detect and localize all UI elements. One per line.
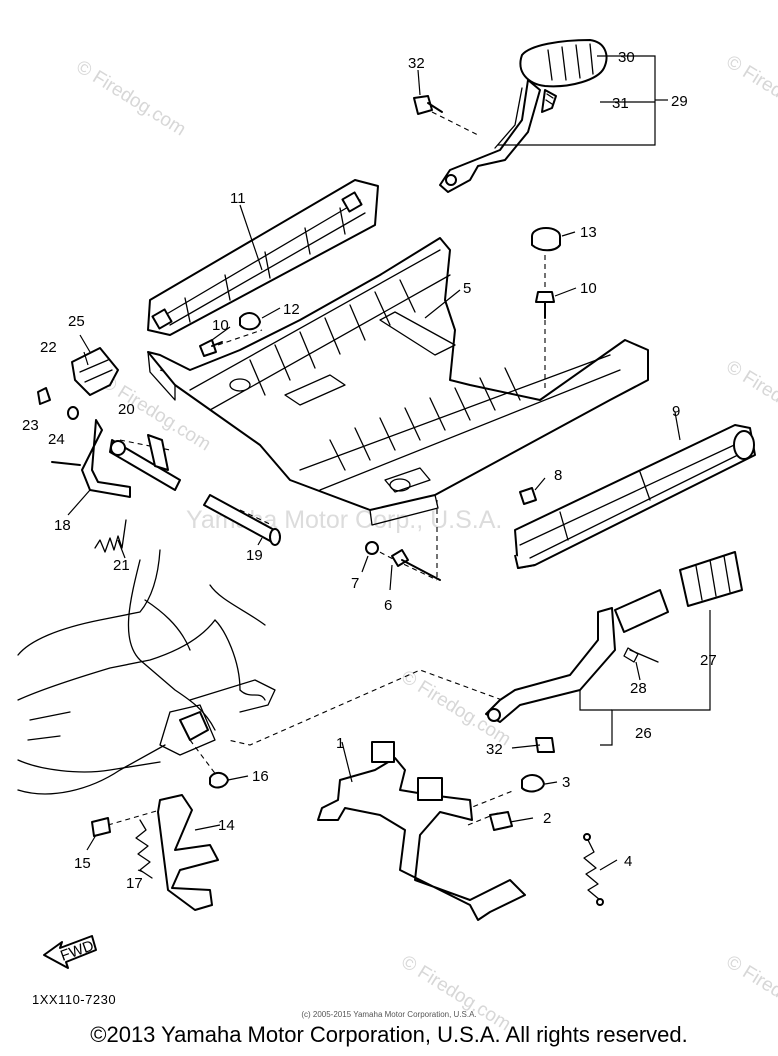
part-label: 8: [554, 467, 562, 484]
footboard-5: [147, 237, 649, 526]
watermark: © Firedog.com: [72, 56, 189, 140]
part-label: 6: [384, 597, 392, 614]
small-copyright: (c) 2005-2015 Yamaha Motor Corporation, …: [301, 1010, 477, 1019]
part-label: 3: [562, 774, 570, 791]
part-labels: 1 2 3 4 5 6 7 8 9 10 10 11 12 13 14 15 1…: [22, 49, 717, 892]
part-label: 26: [635, 725, 652, 742]
part-label: 7: [351, 575, 359, 592]
part-label: 30: [618, 49, 635, 66]
part-label: 19: [246, 547, 263, 564]
rear-footrest-lower: [485, 551, 743, 753]
part-label: 25: [68, 313, 85, 330]
part-label: 10: [580, 280, 597, 297]
part-label: 28: [630, 680, 647, 697]
spring-21: [94, 519, 127, 553]
clips: [365, 487, 537, 581]
side-stand-14: [91, 772, 229, 911]
part-label: 20: [118, 401, 135, 418]
watermark: © Firedog.com: [722, 51, 778, 135]
part-label: 5: [463, 280, 471, 297]
center-stand-1: [317, 741, 604, 921]
part-label: 29: [671, 93, 688, 110]
part-label: 32: [408, 55, 425, 72]
part-label: 2: [543, 810, 551, 827]
side-rail-11: [147, 179, 379, 336]
part-label: 13: [580, 224, 597, 241]
part-label: 27: [700, 652, 717, 669]
part-label: 16: [252, 768, 269, 785]
part-label: 32: [486, 741, 503, 758]
copyright-notice: ©2013 Yamaha Motor Corporation, U.S.A. A…: [90, 1022, 688, 1047]
shaft-19: [203, 494, 281, 546]
bolt-32-upper: [413, 95, 443, 115]
part-label: 31: [612, 95, 629, 112]
small-hardware: [199, 227, 561, 357]
part-label: 10: [212, 317, 229, 334]
part-label: 21: [113, 557, 130, 574]
bracket-20: [179, 711, 209, 741]
fwd-arrow-icon: FWD: [43, 935, 97, 969]
engine-frame-outline: [17, 549, 276, 795]
side-cover-9: [514, 424, 756, 569]
part-label: 9: [672, 403, 680, 420]
part-label: 11: [230, 190, 246, 207]
part-label: 4: [624, 853, 632, 870]
part-label: 1: [336, 735, 344, 752]
fwd-label: FWD: [58, 937, 96, 965]
part-label: 14: [218, 817, 235, 834]
part-label: 15: [74, 855, 91, 872]
part-label: 12: [283, 301, 300, 318]
part-label: 24: [48, 431, 65, 448]
part-label: 17: [126, 875, 143, 892]
rear-footrest-upper: [439, 39, 608, 193]
arm-18: [51, 419, 181, 498]
part-label: 23: [22, 417, 39, 434]
bracket-25: [37, 347, 119, 420]
leader-lines: [67, 55, 711, 873]
diagram-code: 1XX110-7230: [32, 992, 117, 1007]
part-label: 18: [54, 517, 71, 534]
part-label: 22: [40, 339, 57, 356]
